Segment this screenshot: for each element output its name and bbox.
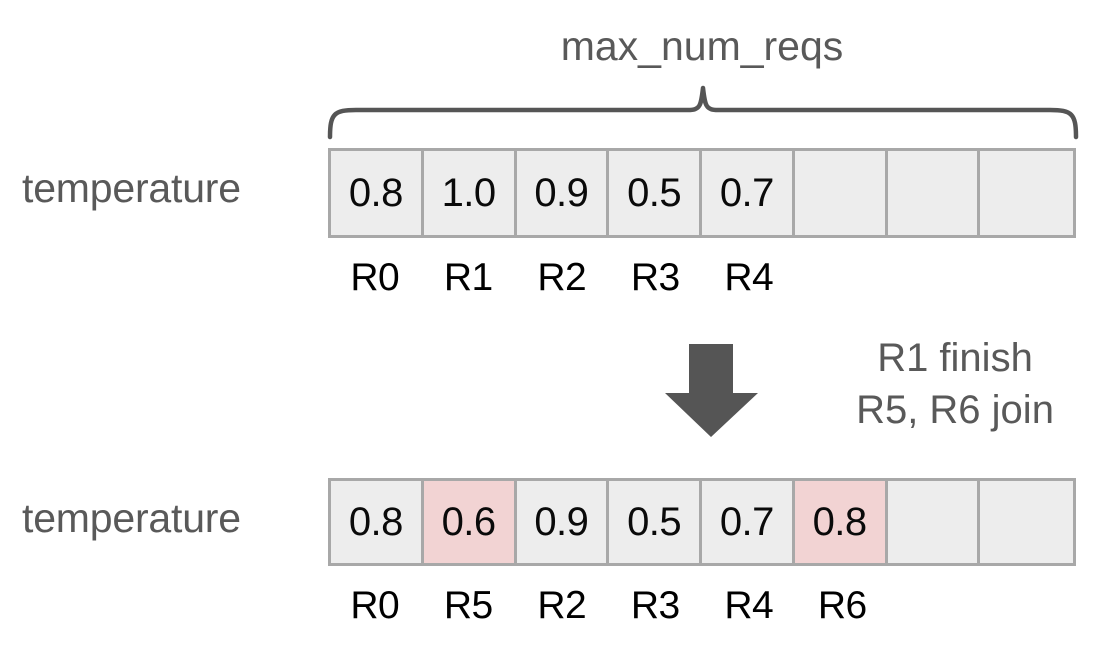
after-cell-4: 0.7: [702, 481, 795, 563]
after-cell-7: [980, 481, 1073, 563]
after-request-id-5: R6: [817, 584, 867, 627]
after-cell-2: 0.9: [516, 481, 610, 563]
after-request-id-1: R5: [443, 584, 493, 627]
after-request-id-7: [983, 586, 1077, 625]
before-cell-5: [794, 151, 888, 235]
before-cell-4: 0.7: [702, 151, 795, 235]
before-request-id-row: R0 R1 R2 R3 R4: [328, 258, 1076, 297]
after-cell-3: 0.5: [609, 481, 702, 563]
before-request-id-2: R2: [537, 256, 587, 299]
before-cell-1: 1.0: [423, 151, 517, 235]
after-request-id-row: R0 R5 R2 R3 R4 R6: [328, 586, 1076, 625]
transition-note-line-2: R5, R6 join: [856, 388, 1054, 432]
after-cell-1: 0.6: [423, 481, 517, 563]
after-request-id-4: R4: [724, 584, 774, 627]
before-cell-7: [980, 151, 1073, 235]
before-request-id-5: [796, 258, 890, 297]
after-cell-6: [887, 481, 981, 563]
after-request-id-6: [889, 586, 983, 625]
before-row-label: temperature: [22, 165, 241, 211]
before-cell-0: 0.8: [331, 151, 424, 235]
before-cell-2: 0.9: [516, 151, 610, 235]
before-request-id-6: [889, 258, 983, 297]
before-cell-3: 0.5: [609, 151, 702, 235]
before-request-id-7: [983, 258, 1077, 297]
transition-note-line-1: R1 finish: [877, 336, 1033, 380]
before-request-id-3: R3: [630, 256, 680, 299]
before-request-id-1: R1: [443, 256, 493, 299]
after-cell-5: 0.8: [794, 481, 888, 563]
after-cell-0: 0.8: [331, 481, 424, 563]
before-cell-6: [887, 151, 981, 235]
after-row-label: temperature: [22, 495, 241, 541]
before-request-id-0: R0: [350, 256, 400, 299]
after-request-id-2: R2: [537, 584, 587, 627]
after-request-id-0: R0: [350, 584, 400, 627]
before-request-id-4: R4: [724, 256, 774, 299]
after-request-id-3: R3: [630, 584, 680, 627]
max-num-reqs-label: max_num_reqs: [560, 23, 844, 69]
